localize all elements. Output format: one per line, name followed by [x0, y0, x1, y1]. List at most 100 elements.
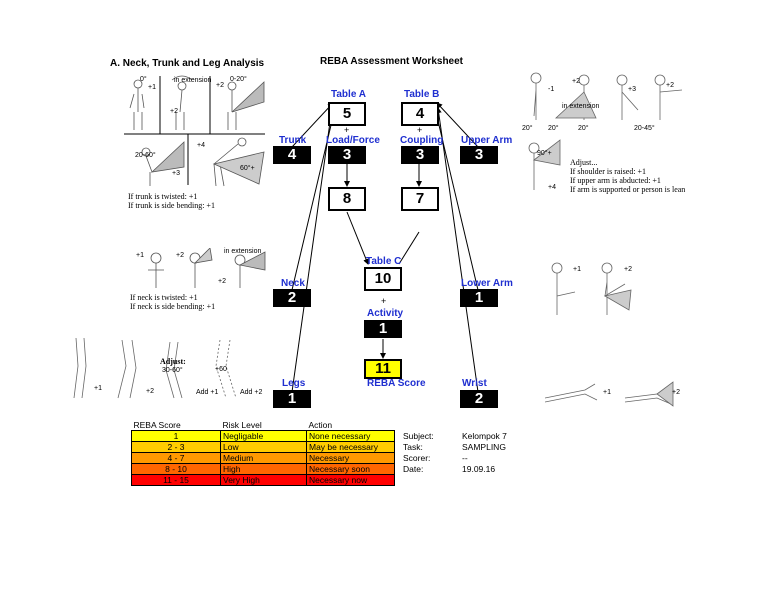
- arm-minus1: -1: [548, 86, 555, 93]
- coupling-score: 3: [401, 146, 439, 164]
- neck-posture-figures: [148, 248, 266, 288]
- neck-p2b: +2: [218, 278, 226, 285]
- scorer-value: --: [462, 453, 468, 463]
- risk-action-cell: Necessary soon: [306, 463, 395, 475]
- risk-score-cell: 8 - 10: [131, 463, 221, 475]
- trunk-twist-note: If trunk is twisted: +1: [128, 192, 198, 201]
- risk-score-cell: 1: [131, 430, 221, 442]
- wrist-posture-figures: [545, 381, 674, 407]
- plus-sign-b: +: [417, 125, 423, 135]
- table-c-label: Table C: [366, 256, 402, 267]
- trunk-p3: +3: [172, 170, 180, 177]
- arm-p4: +4: [548, 184, 556, 191]
- score-b: 7: [401, 187, 439, 211]
- neck-in-ext: in extension: [224, 248, 262, 255]
- load-force-label: Load/Force: [326, 135, 380, 146]
- legs-p1: +1: [94, 385, 102, 392]
- trunk-side-note: If trunk is side bending: +1: [128, 201, 215, 210]
- upper-arm-label: Upper Arm: [461, 135, 513, 146]
- arm-in-ext: in extension: [562, 103, 600, 110]
- date-label: Date:: [403, 464, 424, 474]
- arm-adjust: Adjust...: [570, 158, 598, 167]
- legs-label: Legs: [282, 378, 306, 389]
- arm-deg20a: 20°: [522, 125, 533, 132]
- trunk-p1: +1: [148, 84, 156, 91]
- task-value: SAMPLING: [462, 442, 506, 452]
- activity-score: 1: [364, 320, 402, 338]
- upper-arm-posture-figures: [528, 72, 683, 190]
- header-reba-score: REBA Score: [131, 420, 221, 431]
- risk-score-cell: 11 - 15: [131, 474, 221, 486]
- legs-angle: 30-60°: [162, 367, 183, 374]
- trunk-p2: +2: [170, 108, 178, 115]
- risk-level-cell: Very High: [220, 474, 307, 486]
- trunk-in-ext: in extension: [174, 77, 212, 84]
- lower-arm-p1: +1: [573, 266, 581, 273]
- neck-label: Neck: [281, 278, 305, 289]
- wrist-label: Wrist: [462, 378, 487, 389]
- trunk-label: Trunk: [279, 135, 307, 146]
- arm-p2b: +2: [666, 82, 674, 89]
- risk-level-cell: Negligable: [220, 430, 307, 442]
- score-a: 8: [328, 187, 366, 211]
- subject-value: Kelompok 7: [462, 431, 507, 441]
- wrist-p2: +2: [672, 389, 680, 396]
- neck-p2: +2: [176, 252, 184, 259]
- trunk-p2b: +2: [216, 82, 224, 89]
- trunk-deg020: 0-20°: [230, 76, 247, 83]
- header-risk-level: Risk Level: [220, 420, 307, 431]
- risk-action-cell: None necessary: [306, 430, 395, 442]
- arm-raised-note: If shoulder is raised: +1: [570, 167, 647, 176]
- legs-add1: Add +1: [196, 389, 219, 396]
- worksheet-title: REBA Assessment Worksheet: [320, 56, 464, 67]
- table-a-score: 5: [328, 102, 366, 126]
- table-c-score: 10: [364, 267, 402, 291]
- table-b-score: 4: [401, 102, 439, 126]
- reba-score: 11: [364, 359, 402, 379]
- risk-level-cell: Medium: [220, 452, 307, 464]
- legs-p60: +60: [215, 366, 227, 373]
- arm-abducted-note: If upper arm is abducted: +1: [570, 176, 661, 185]
- trunk-deg60: 60°+: [240, 165, 255, 172]
- legs-score: 1: [273, 390, 311, 408]
- risk-action-cell: May be necessary: [306, 441, 395, 453]
- scorer-label: Scorer:: [403, 453, 431, 463]
- lower-arm-p2: +2: [624, 266, 632, 273]
- load-force-score: 3: [328, 146, 366, 164]
- neck-side-note: If neck is side bending: +1: [130, 302, 216, 311]
- risk-level-cell: Low: [220, 441, 307, 453]
- plus-sign-a: +: [344, 125, 350, 135]
- upper-arm-score: 3: [460, 146, 498, 164]
- legs-posture-figures: [73, 337, 237, 399]
- plus-sign-c: +: [381, 296, 387, 306]
- neck-twist-note: If neck is twisted: +1: [130, 293, 198, 302]
- neck-p1: +1: [136, 252, 144, 259]
- legs-add2: Add +2: [240, 389, 263, 396]
- subject-label: Subject:: [403, 431, 434, 441]
- coupling-label: Coupling: [400, 135, 444, 146]
- reba-score-label: REBA Score: [367, 378, 426, 389]
- lower-arm-posture-figures: [551, 262, 632, 315]
- arm-deg20b: 20°: [548, 125, 559, 132]
- section-title: A. Neck, Trunk and Leg Analysis: [110, 58, 265, 69]
- legs-adjust: Adjust:: [160, 357, 186, 366]
- legs-p2: +2: [146, 388, 154, 395]
- neck-score: 2: [273, 289, 311, 307]
- trunk-score: 4: [273, 146, 311, 164]
- lower-arm-label: Lower Arm: [461, 278, 513, 289]
- table-b-label: Table B: [404, 89, 440, 100]
- table-a-label: Table A: [331, 89, 367, 100]
- arm-deg20c: 20°: [578, 125, 589, 132]
- trunk-deg0: 0°: [140, 76, 147, 83]
- risk-level-cell: High: [220, 463, 307, 475]
- trunk-deg2060: 20-60°: [135, 152, 156, 159]
- date-value: 19.09.16: [462, 464, 496, 474]
- risk-action-cell: Necessary now: [306, 474, 395, 486]
- risk-score-cell: 4 - 7: [131, 452, 221, 464]
- trunk-p4: +4: [197, 142, 205, 149]
